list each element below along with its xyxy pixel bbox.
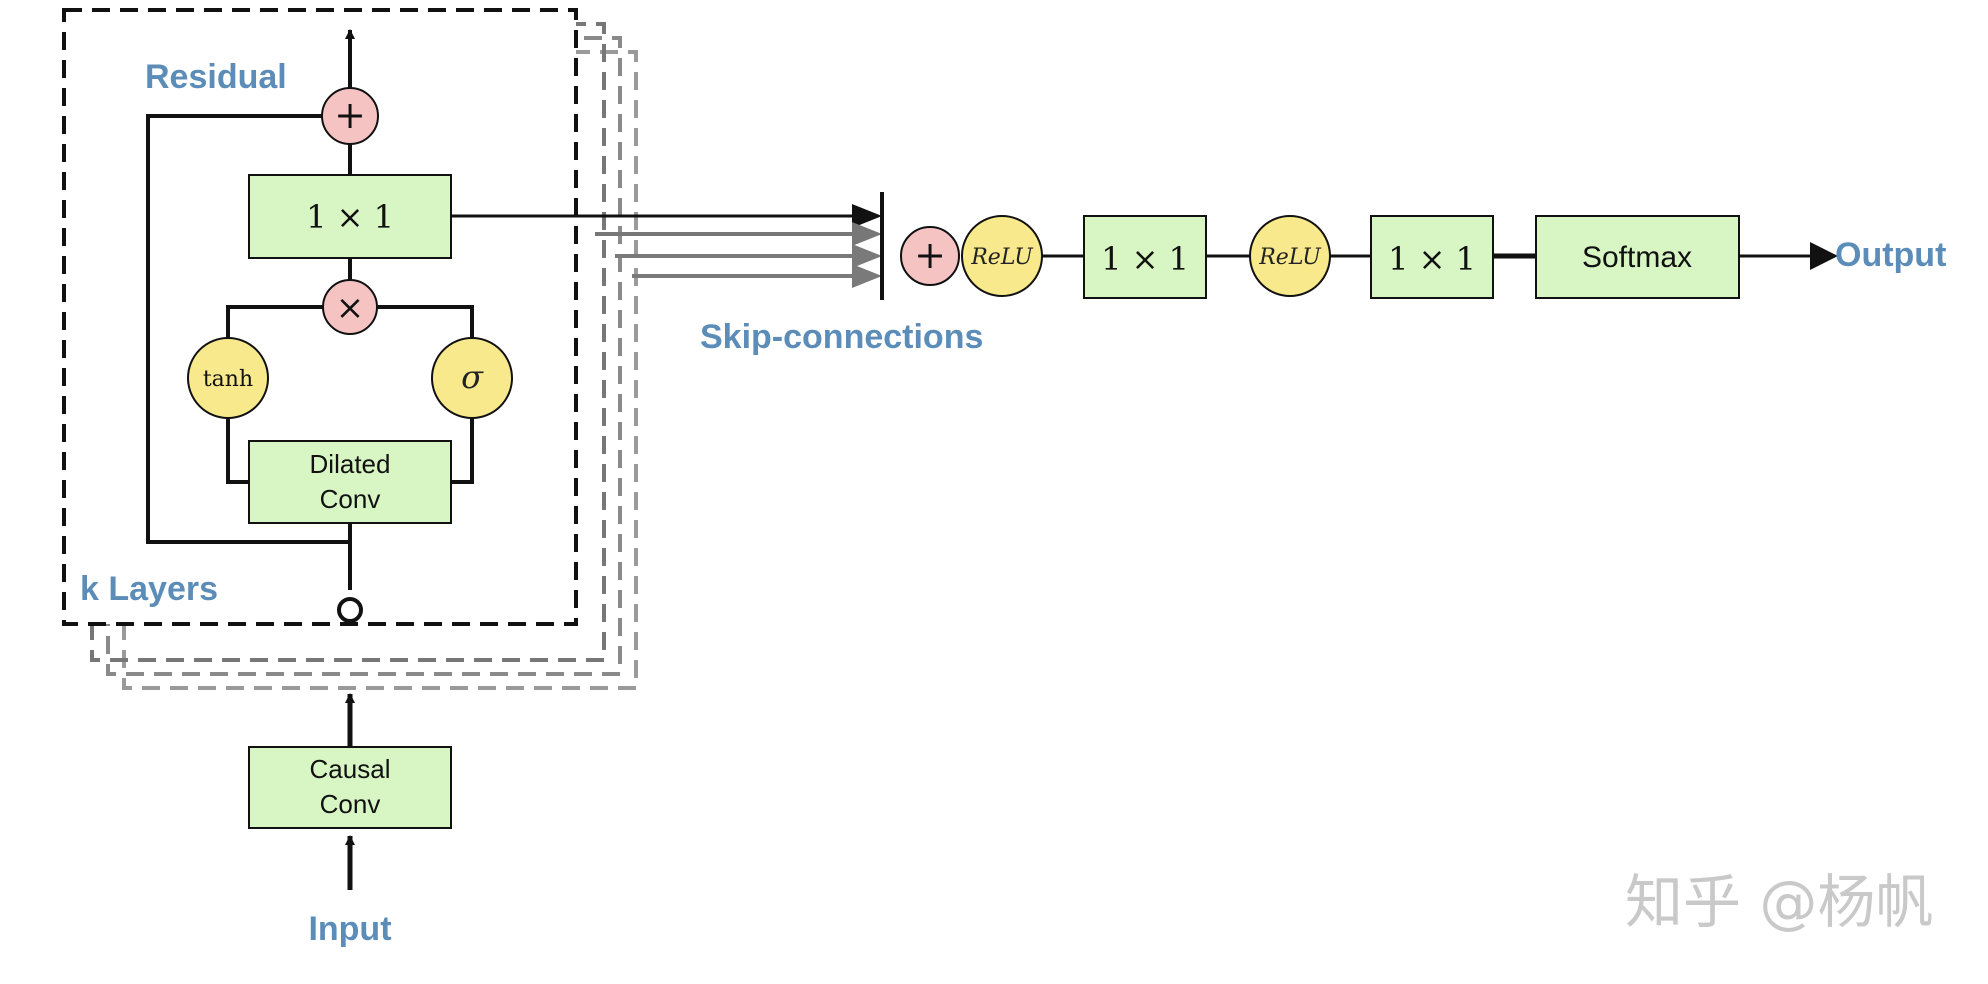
svg-text:Causal: Causal <box>310 754 391 784</box>
svg-text:+: + <box>914 233 946 277</box>
svg-text:+: + <box>334 93 366 137</box>
relu-node-1: ReLU <box>961 215 1043 297</box>
svg-text:Conv: Conv <box>320 789 381 819</box>
svg-text:ReLU: ReLU <box>1258 245 1322 270</box>
causal-conv-block: Causal Conv <box>248 746 452 829</box>
skip-connections-label: Skip-connections <box>700 318 983 356</box>
k-layers-label: k Layers <box>80 570 218 608</box>
svg-text:1 × 1: 1 × 1 <box>1101 240 1189 278</box>
sigmoid-node: σ <box>431 337 513 419</box>
relu-node-2: ReLU <box>1249 215 1331 297</box>
svg-text:ReLU: ReLU <box>970 245 1034 270</box>
svg-text:1 × 1: 1 × 1 <box>1388 240 1476 278</box>
svg-text:×: × <box>336 288 365 328</box>
svg-text:tanh: tanh <box>203 367 253 392</box>
output-label: Output <box>1835 236 1946 274</box>
watermark: 知乎 @杨帆 <box>1625 868 1933 936</box>
output-chain-connectors <box>1042 242 1838 270</box>
gate-multiply-node: × <box>322 279 378 335</box>
post-conv-1x1-block-1: 1 × 1 <box>1083 215 1207 299</box>
skip-connection-arrows <box>451 192 884 300</box>
residual-label: Residual <box>145 58 287 96</box>
layer-block-frame <box>62 8 578 626</box>
svg-text:σ: σ <box>461 358 484 396</box>
post-conv-1x1-block-2: 1 × 1 <box>1370 215 1494 299</box>
svg-text:Conv: Conv <box>320 484 381 514</box>
svg-text:1 × 1: 1 × 1 <box>306 198 394 236</box>
tanh-node: tanh <box>187 337 269 419</box>
residual-add-node: + <box>321 87 379 145</box>
skip-add-node: + <box>900 226 960 286</box>
svg-text:Dilated: Dilated <box>310 449 391 479</box>
layer-connectors <box>226 29 474 590</box>
svg-text:Softmax: Softmax <box>1582 241 1692 274</box>
softmax-block: Softmax <box>1535 215 1740 299</box>
dilated-conv-block: Dilated Conv <box>248 440 452 524</box>
conv-1x1-block: 1 × 1 <box>248 174 452 259</box>
layer-input-node <box>337 597 363 623</box>
input-label: Input <box>308 910 391 948</box>
